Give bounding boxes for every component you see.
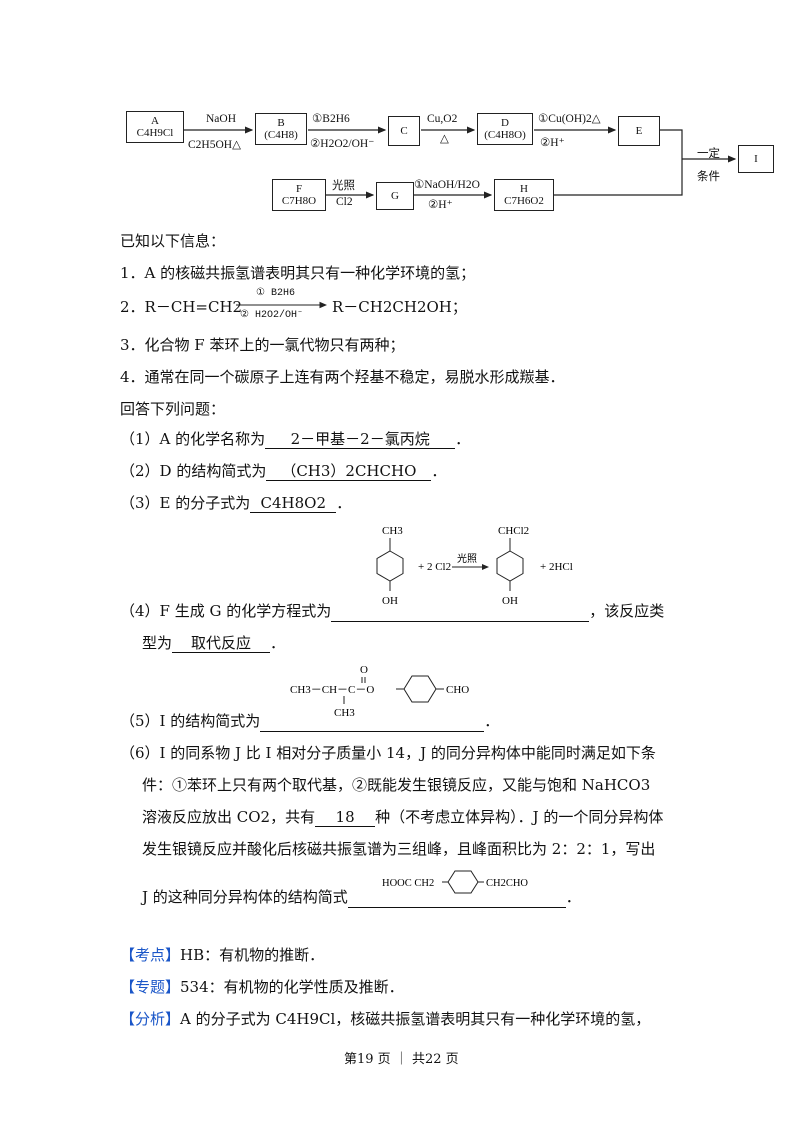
scheme-arrows [184,126,737,199]
eq-chcl2: CHCl2 [498,525,529,537]
question-5: （5）I 的结构简式为． [120,712,500,732]
info-1: 1．A 的核磁共振氢谱表明其只有一种化学环境的氢； [120,264,476,282]
info-4: 4．通常在同一个碳原子上连有两个羟基不稳定，易脱水形成羰基． [120,368,565,386]
eq-oh-left: OH [382,595,398,607]
eq-oh-right: OH [502,595,518,607]
q5-structure: O CH3－CH－C－O CH3 CHO [290,664,469,719]
info-2-arrow [236,301,328,309]
q4-type-answer: 取代反应 [172,634,271,653]
question-4: （4）F 生成 G 的化学方程式为，该反应类 [120,602,665,622]
compound-f-box: F C7H8O [272,179,326,211]
q6-answer: 18 [315,808,376,827]
compound-c-box: C [388,116,420,146]
eq-plus-cl2: + 2 Cl2 [418,561,451,573]
info-2-right: R－CH2CH2OH； [332,298,467,316]
q4-blank [331,603,590,622]
compound-i-box: I [738,145,774,173]
question-6-line2: 件：①苯环上只有两个取代基，②既能发生银镜反应，又能与饱和 NaHCO3 [142,776,651,794]
compound-g-box: G [376,182,414,210]
answer-heading: 回答下列问题： [120,400,226,418]
known-heading: 已知以下信息： [120,232,226,250]
q6-structure: HOOC CH2 CH2CHO [382,870,528,894]
q5-blank [260,713,485,732]
line-e-join [660,129,683,159]
question-2: （2）D 的结构简式为（CH3）2CHCHO． [120,462,447,481]
eq-benzene-right [496,550,524,582]
info-3: 3．化合物 F 苯环上的一氯代物只有两种； [120,336,405,354]
eq-condition: 光照 [457,552,477,565]
compound-a-box: A C4H9Cl [126,111,184,143]
q1-answer: 2－甲基－2－氯丙烷 [265,430,456,449]
q2-answer: （CH3）2CHCHO [266,462,432,481]
question-4-line2: 型为取代反应． [142,634,286,653]
compound-e-box: E [618,116,660,146]
eq-plus-hcl: + 2HCl [540,561,573,573]
q6-struct-left: HOOC CH2 [382,878,434,889]
struct-chain: CH3－CH－C－O [290,684,374,696]
eq-ch3: CH3 [382,525,403,537]
eq-benzene-left [376,550,404,582]
struct-ch3: CH3 [334,707,355,719]
fenxi: 【分析】A 的分子式为 C4H9Cl，核磁共振氢谱表明其只有一种化学环境的氢， [120,1010,651,1028]
compound-d-box: D (C4H8O) [477,113,533,145]
question-6-line5: J 的这种同分异构体的结构简式． [142,888,581,908]
question-6-line4: 发生银镜反应并酸化后核磁共振氢谱为三组峰，且峰面积比为 2：2：1，写出 [142,840,656,858]
q6-struct-right: CH2CHO [486,878,528,889]
q3-answer: C4H8O2 [250,494,337,513]
q6-blank [347,889,566,908]
line-h-join [554,159,683,196]
struct-benzene [403,675,437,703]
struct-cho: CHO [446,684,469,696]
zhuanti: 【专题】534：有机物的化学性质及推断． [120,978,404,996]
info-2: 2．R－CH=CH2 [120,298,243,316]
info-2-cond-bottom: ② H2O2/OH⁻ [240,310,303,321]
kaodian: 【考点】HB：有机物的推断． [120,946,325,964]
page-footer: 第19 页 ｜ 共22 页 [344,1052,459,1067]
q4-equation: CH3 OH + 2 Cl2 光照 CHCl2 OH + 2HCl [376,525,573,607]
question-6-line1: （6）I 的同系物 J 比 I 相对分子质量小 14，J 的同分异构体中能同时满… [120,744,656,762]
info-2-cond-top: ① B2H6 [256,288,295,299]
struct-o: O [360,664,368,676]
compound-h-box: H C7H6O2 [494,179,554,211]
compound-b-box: B (C4H8) [255,113,307,145]
